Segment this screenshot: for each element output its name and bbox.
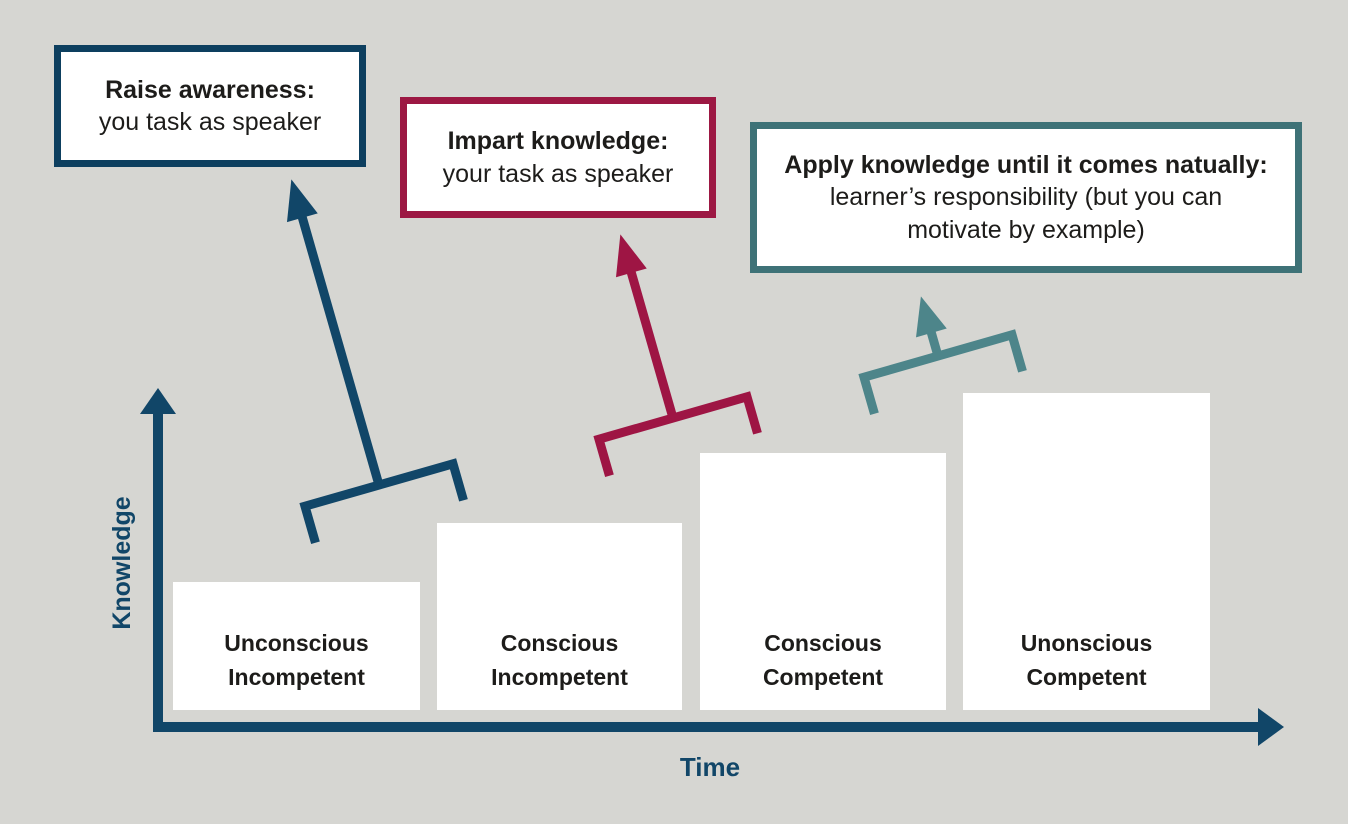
stage-label: Conscious Competent [762, 630, 884, 690]
x-axis-arrowhead-icon [1258, 708, 1284, 746]
callout-body: you task as speaker [98, 108, 322, 136]
stage-bar-unonscious-competent: Unonscious Competent [963, 393, 1210, 710]
stage-label: Unonscious Competent [1020, 630, 1153, 690]
arrow-stem [625, 265, 678, 420]
callout-impart-knowledge: Impart knowledge: your task as speaker [400, 97, 716, 218]
callout-title: Impart knowledge: [447, 127, 669, 155]
arrowhead-icon [916, 296, 947, 338]
stage-label: Conscious Incompetent [491, 630, 628, 690]
arrow-stem [296, 210, 384, 487]
bracket-arrow-impart-knowledge [593, 234, 762, 477]
stage-bar-conscious-incompetent: Conscious Incompetent [437, 523, 682, 710]
stage-bar-conscious-competent: Conscious Competent [700, 453, 946, 710]
stage-label: Unconscious Incompetent [224, 630, 369, 690]
callout-body: learner’s responsibility (but you can mo… [829, 183, 1223, 244]
arrow-stem [925, 325, 943, 358]
callout-body: your task as speaker [442, 159, 674, 188]
arrowhead-icon [286, 179, 318, 223]
x-axis-label: Time [679, 752, 741, 782]
y-axis-arrowhead-icon [140, 388, 176, 414]
arrowhead-icon [615, 234, 647, 278]
stage-bar-unconscious-incompetent: Unconscious Incompetent [173, 582, 420, 710]
callout-title: Apply knowledge until it comes natually: [784, 150, 1268, 179]
y-axis-label: Knowledge [108, 496, 136, 630]
callout-raise-awareness: Raise awareness: you task as speaker [54, 45, 366, 167]
callout-apply-knowledge: Apply knowledge until it comes natually:… [750, 122, 1302, 273]
callout-title: Raise awareness: [105, 75, 315, 104]
